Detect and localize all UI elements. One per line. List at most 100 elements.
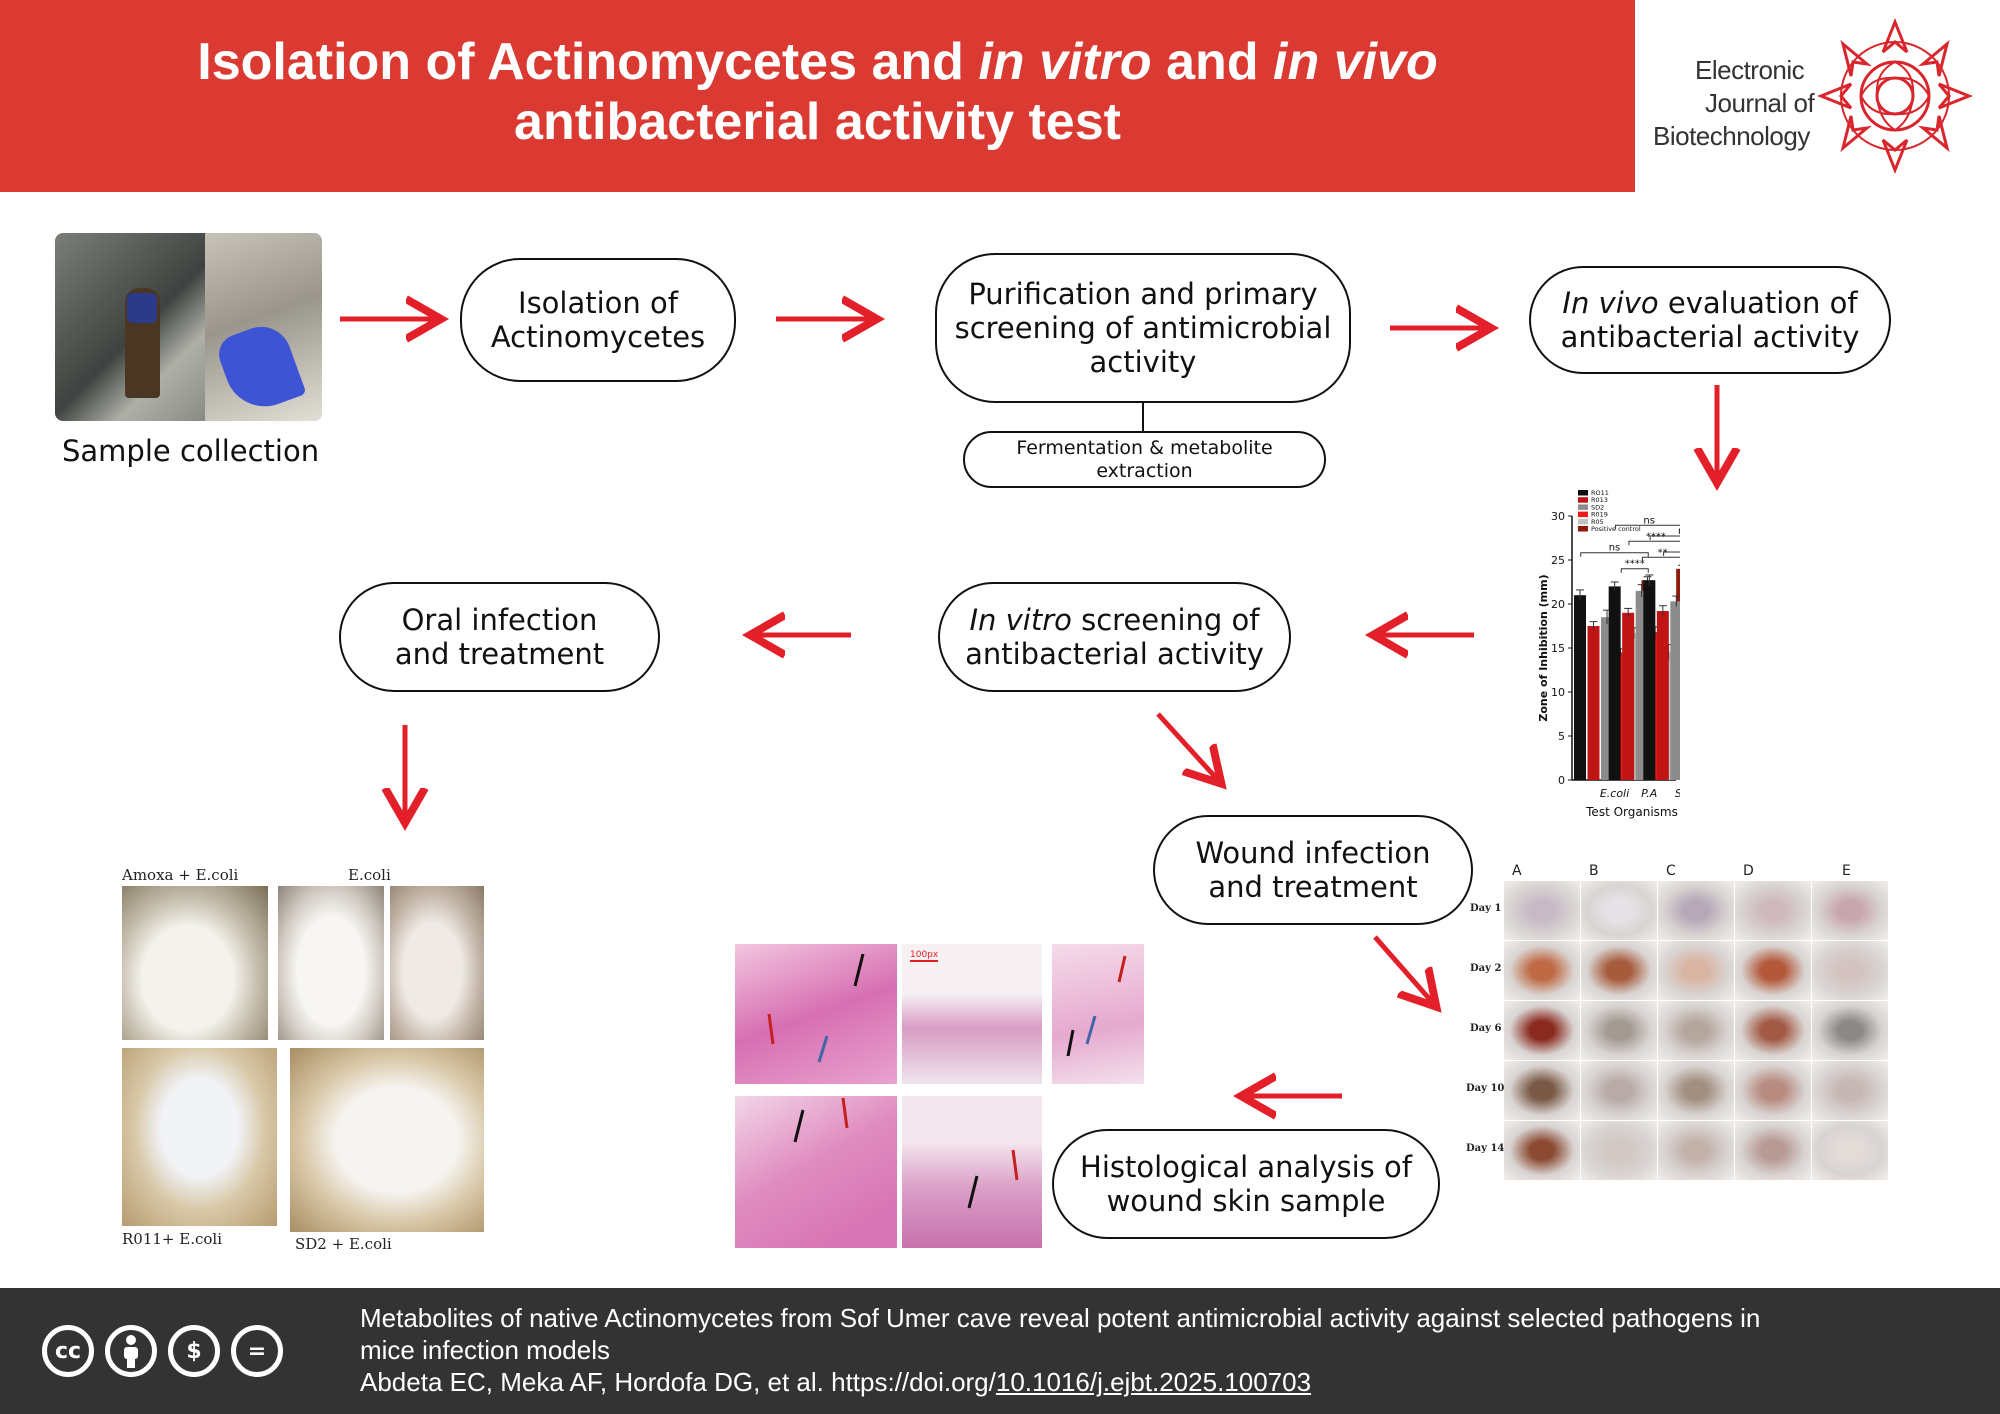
wound-photo-cell xyxy=(1812,1001,1888,1060)
wound-row-label: Day 1 xyxy=(1470,903,1502,914)
wound-photo-cell xyxy=(1581,941,1657,1000)
header-banner xyxy=(0,0,1635,192)
histology-scale-bar: 100px xyxy=(910,950,939,962)
wound-row-label: Day 10 xyxy=(1466,1083,1505,1094)
legend-label: SD2 xyxy=(1591,503,1604,511)
y-tick-label: 30 xyxy=(1551,510,1565,523)
wound-photo-cell xyxy=(1812,1061,1888,1120)
bar-ro11 xyxy=(1643,580,1656,780)
y-tick-label: 5 xyxy=(1558,730,1565,743)
legend-label: R019 xyxy=(1591,511,1608,519)
wound-photo-cell xyxy=(1812,881,1888,940)
bar-r013 xyxy=(1656,611,1669,780)
significance-bracket xyxy=(1628,540,1680,546)
sample-collection-photo xyxy=(55,233,322,421)
x-axis-label: Test Organisms xyxy=(1585,805,1678,819)
histology-arrows xyxy=(767,953,1127,1209)
wound-photo-cell xyxy=(1504,1121,1580,1180)
wound-column-label: C xyxy=(1666,863,1676,879)
by-icon xyxy=(105,1325,157,1377)
significance-bracket xyxy=(1620,568,1649,573)
y-tick-label: 10 xyxy=(1551,686,1565,699)
wound-photo-cell xyxy=(1735,941,1811,1000)
significance-bracket xyxy=(1614,524,1680,530)
wound-photo-cell xyxy=(1735,881,1811,940)
wound-row-label: Day 2 xyxy=(1470,963,1502,974)
mice-photo-ecoli-1 xyxy=(278,886,384,1040)
wound-column-label: B xyxy=(1589,863,1599,879)
wound-photo-cell xyxy=(1812,1121,1888,1180)
wound-photo-cell xyxy=(1658,1001,1734,1060)
legend-label: R05 xyxy=(1591,518,1604,526)
wound-photo-cell xyxy=(1735,1001,1811,1060)
legend-label: RO11 xyxy=(1591,489,1609,497)
wound-photo-cell xyxy=(1504,881,1580,940)
nd-icon: = xyxy=(231,1325,283,1377)
significance-bracket xyxy=(1641,556,1680,562)
logo-text-line1: Electronic xyxy=(1695,55,1805,85)
y-axis-label: Zone of Inhibition (mm) xyxy=(1537,574,1550,721)
wound-photo-cell xyxy=(1735,1121,1811,1180)
significance-label: ns xyxy=(1678,526,1680,537)
significance-bracket xyxy=(1649,535,1680,540)
mice-photo-r011 xyxy=(122,1048,277,1226)
wound-row-label: Day 6 xyxy=(1470,1023,1502,1034)
wound-photo-cell xyxy=(1658,881,1734,940)
legend-label: Positive control xyxy=(1591,525,1641,533)
citation-text: Metabolites of native Actinomycetes from… xyxy=(360,1303,1761,1397)
wound-photo-cell xyxy=(1581,1121,1657,1180)
wound-photo-cell xyxy=(1812,941,1888,1000)
wound-photo-cell xyxy=(1658,941,1734,1000)
significance-label: ** xyxy=(1658,547,1668,558)
cc-icon: cc xyxy=(42,1325,94,1377)
significance-label: ns xyxy=(1643,515,1655,526)
histology-panel-3 xyxy=(1052,944,1144,1084)
wound-photo-cell xyxy=(1735,1061,1811,1120)
wound-photo-cell xyxy=(1581,881,1657,940)
arrow-invitro-to-wound xyxy=(1156,712,1218,780)
y-tick-label: 25 xyxy=(1551,554,1565,567)
logo-text-line2: Journal of xyxy=(1705,88,1815,118)
histology-panel-4 xyxy=(735,1096,897,1248)
y-tick-label: 0 xyxy=(1558,774,1565,787)
significance-label: **** xyxy=(1646,531,1666,542)
mice-photo-ecoli-2 xyxy=(390,886,484,1040)
wound-photo-cell xyxy=(1658,1121,1734,1180)
footer-bar xyxy=(0,1288,2000,1414)
logo-flower-icon xyxy=(1816,17,1974,175)
doi-link[interactable]: 10.1016/j.ejbt.2025.100703 xyxy=(995,1367,1312,1397)
page-title: Isolation of Actinomycetes and in vitro … xyxy=(197,33,1438,151)
histology-panel-2: 100px xyxy=(902,944,1042,1084)
x-tick-label: S.A xyxy=(1675,787,1680,800)
mice-label-1: Amoxa + E.coli xyxy=(122,866,239,884)
y-tick-label: 20 xyxy=(1551,598,1565,611)
legend-swatch xyxy=(1578,497,1588,503)
mice-label-3: R011+ E.coli xyxy=(122,1230,223,1248)
significance-bracket xyxy=(1580,552,1649,557)
nc-icon: $ xyxy=(168,1325,220,1377)
bar-sd2 xyxy=(1670,601,1680,780)
legend-swatch xyxy=(1578,504,1588,510)
legend-swatch xyxy=(1578,526,1588,532)
journal-logo: Electronic Journal of Biotechnology xyxy=(1635,0,2000,192)
wound-photo-cell xyxy=(1504,1061,1580,1120)
histology-panel-1 xyxy=(735,944,897,1084)
wound-row-label: Day 14 xyxy=(1466,1143,1505,1154)
histology-panel-5 xyxy=(902,1096,1042,1248)
wound-photo-cell xyxy=(1504,941,1580,1000)
legend-swatch xyxy=(1578,518,1588,525)
wound-column-label: A xyxy=(1512,863,1522,879)
bar-ro11 xyxy=(1574,595,1586,780)
legend-swatch xyxy=(1578,511,1588,518)
legend-swatch xyxy=(1578,490,1588,496)
sample-collection-caption: Sample collection xyxy=(62,434,320,468)
wound-photo-cell xyxy=(1658,1061,1734,1120)
wound-column-label: D xyxy=(1743,863,1754,879)
